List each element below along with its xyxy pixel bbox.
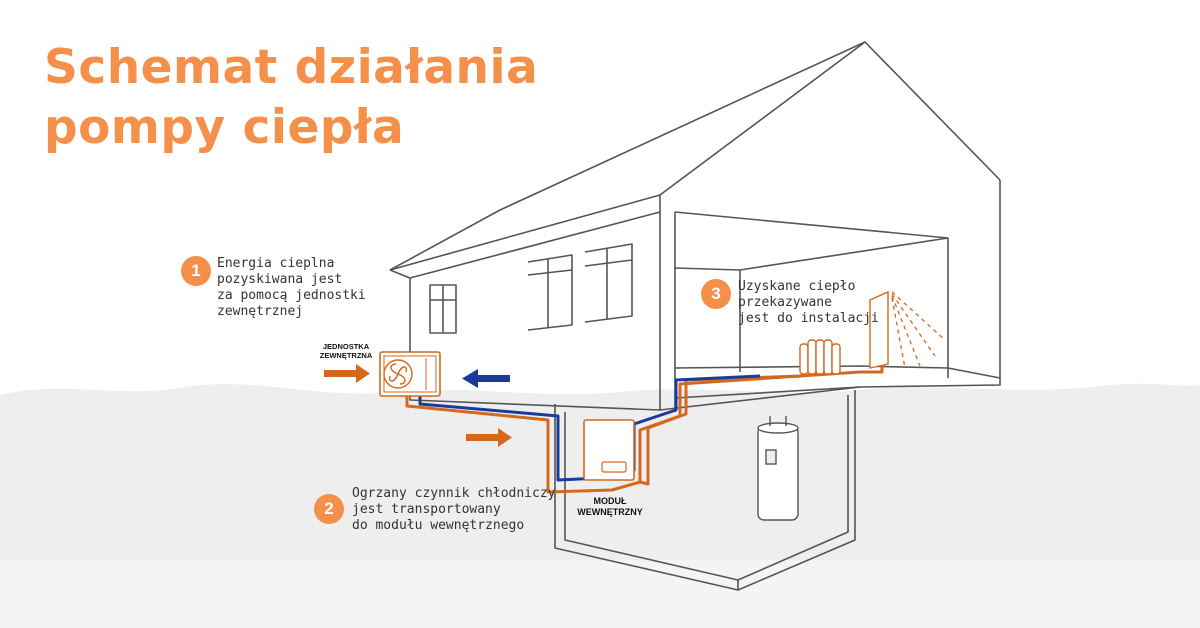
indoor-module-label-line: WEWNĘTRZNY [577,507,643,517]
outdoor-unit-label-line: ZEWNĘTRZNA [319,351,373,360]
title-line-2: pompy ciepła [44,100,405,155]
arrow-out-icon [466,428,512,447]
step-3-text: Uzyskane ciepło przekazywane jest do ins… [738,279,879,327]
outdoor-unit-label: JEDNOSTKA ZEWNĘTRZNA [312,342,380,360]
arrow-return-icon [462,369,510,388]
arrow-in-icon [324,364,370,383]
step-3-badge: 3 [701,279,731,309]
step-1-badge: 1 [181,256,211,286]
page-title: Schemat działania pompy ciepła [44,38,538,158]
step-2-line: Ogrzany czynnik chłodniczy [352,486,556,501]
indoor-module-label: MODUŁ WEWNĘTRZNY [560,496,660,518]
fan-icon [383,359,413,389]
water-tank-icon [757,416,799,521]
step-1-text: Energia cieplna pozyskiwana jest za pomo… [217,256,366,320]
step-2-line: do modułu wewnętrznego [352,518,525,533]
radiator-icon [799,339,841,375]
step-3-line: Uzyskane ciepło [738,279,856,294]
step-2-line: jest transportowany [352,502,501,517]
ground-fade [0,560,1200,628]
step-1-line: pozyskiwana jest [217,272,343,287]
step-3-line: jest do instalacji [738,311,879,326]
step-3-line: przekazywane [738,295,832,310]
heat-rays-icon [869,290,946,369]
step-1-line: zewnętrznej [217,304,304,319]
indoor-module [583,419,635,481]
step-2-badge: 2 [314,494,344,524]
step-2-text: Ogrzany czynnik chłodniczy jest transpor… [352,486,556,534]
indoor-module-label-line: MODUŁ [593,496,627,506]
step-1-line: Energia cieplna [217,256,335,271]
house-outline [389,41,1001,591]
outdoor-unit [379,351,441,397]
outdoor-unit-label-line: JEDNOSTKA [322,342,370,351]
step-1-line: za pomocą jednostki [217,288,366,303]
title-line-1: Schemat działania [44,40,539,95]
